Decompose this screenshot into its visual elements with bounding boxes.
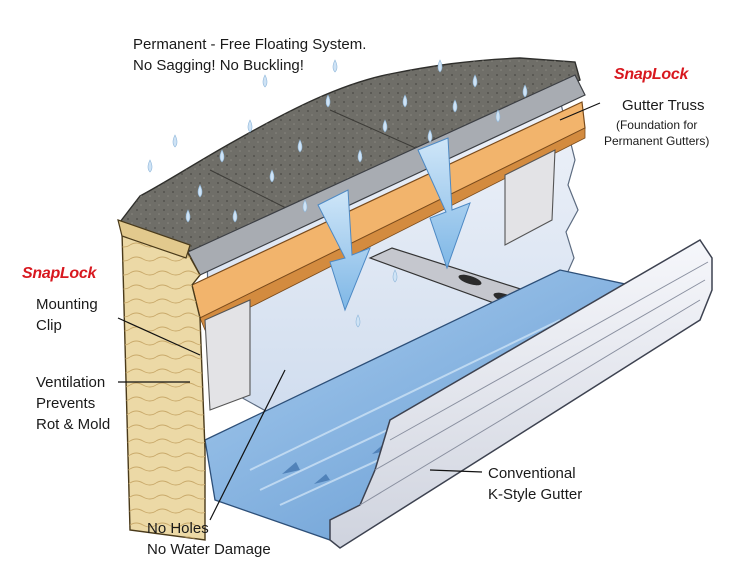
- gutter-truss-note-line-1: (Foundation for: [615, 118, 698, 132]
- leader-lines: [117, 102, 601, 521]
- no-holes-label: No Holes No Water Damage: [147, 518, 271, 560]
- rain-drops: [147, 59, 528, 328]
- ventilation-line-1: Ventilation: [36, 374, 106, 391]
- water-flow-arrow: [417, 137, 471, 270]
- k-style-label: Conventional K-Style Gutter: [488, 463, 582, 505]
- truss-bracket-back: [504, 149, 556, 246]
- mounting-clip-label: Mounting Clip: [36, 294, 98, 336]
- headline: Permanent - Free Floating System. No Sag…: [133, 34, 366, 76]
- ventilation-line-2: Prevents: [36, 395, 96, 412]
- brand-logo-left: SnapLock: [22, 265, 97, 282]
- gutter-truss-label: Gutter Truss: [622, 97, 705, 114]
- k-style-line-2: K-Style Gutter: [488, 486, 583, 503]
- ventilation-line-3: Rot & Mold: [36, 416, 111, 433]
- brand-logo-top: SnapLock: [614, 66, 689, 83]
- gutter-truss-note-line-2: Permanent Gutters): [604, 134, 710, 148]
- no-holes-line-1: No Holes: [147, 520, 209, 537]
- headline-line-1: Permanent - Free Floating System.: [133, 36, 367, 53]
- gutter-truss-note: (Foundation for Permanent Gutters): [604, 117, 709, 149]
- k-style-line-1: Conventional: [488, 465, 576, 482]
- mounting-clip-line-2: Clip: [36, 317, 62, 334]
- ventilation-label: Ventilation Prevents Rot & Mold: [36, 372, 110, 435]
- headline-line-2: No Sagging! No Buckling!: [133, 57, 304, 74]
- truss-bracket-front: [204, 299, 251, 411]
- no-holes-line-2: No Water Damage: [147, 541, 271, 558]
- mounting-clip-line-1: Mounting: [36, 296, 98, 313]
- k-style-gutter: [329, 238, 713, 549]
- water-flow-arrow: [317, 189, 371, 312]
